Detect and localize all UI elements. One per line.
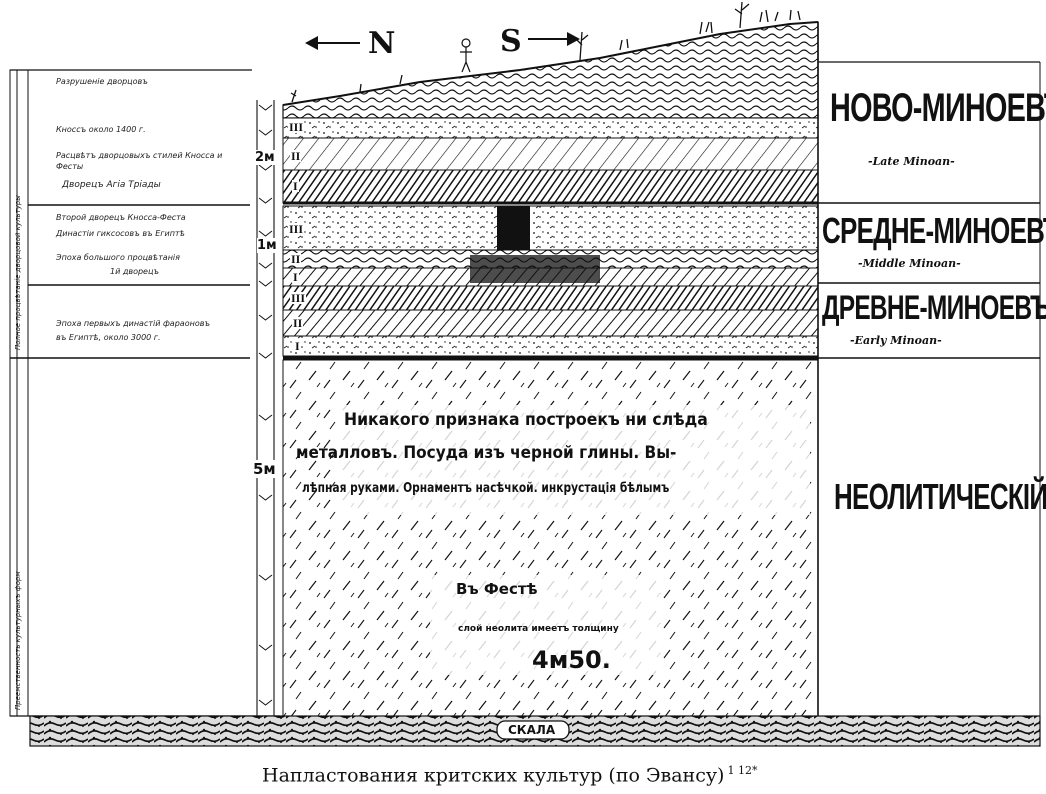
numeral-early-iii: III — [290, 291, 307, 305]
period-middle-english: -Middle Minoan- — [858, 257, 961, 270]
figure-caption: Напластования критских культур (по Эванс… — [262, 764, 757, 786]
ruler-tick — [258, 494, 273, 501]
numeral-late-ii: II — [290, 149, 302, 163]
period-early-title: ДРЕВНЕ-МИНОЕВЪ — [822, 289, 1046, 327]
ruler-tick — [258, 574, 273, 581]
figure-icon — [460, 38, 472, 73]
layer-late-ii — [282, 137, 819, 171]
numeral-late-i: I — [292, 179, 299, 193]
layer-late-iii — [282, 117, 819, 139]
ruler-tick — [258, 414, 273, 421]
period-late-title: НОВО-МИНОЕВЪ — [830, 86, 1046, 130]
note-early-2: въ Египтѣ, около 3000 г. — [56, 333, 161, 342]
numeral-late-iii: III — [288, 120, 305, 134]
ruler-tick — [258, 197, 273, 204]
ruler-ticks — [258, 104, 273, 706]
numeral-middle-ii: II — [290, 252, 302, 266]
period-late-english: -Late Minoan- — [868, 155, 955, 168]
layer-early-ii — [282, 309, 819, 337]
vertical-note-upper: Полное процвѣтаніе дворцовой культуры — [14, 195, 22, 350]
south-label: S — [500, 24, 522, 59]
ruler-tick — [258, 644, 273, 651]
period-middle-title: СРЕДНЕ-МИНОЕВЪ — [822, 210, 1046, 251]
ruler-tick — [258, 104, 273, 111]
note-middle-4: 1й дворецъ — [110, 267, 160, 276]
layer-early-i — [282, 335, 819, 357]
neolithic-text-line3: лѣпная руками. Орнаментъ насѣчкой. инкру… — [302, 481, 670, 496]
note-late-3: Расцвѣтъ дворцовыхъ стилей Кносса и Фест… — [56, 151, 223, 171]
layer-middle-iii — [282, 205, 819, 251]
phaistos-depth: 4м50. — [532, 646, 611, 674]
scale-mark-upper: 2м — [255, 150, 275, 165]
phaistos-label: Въ Фестѣ — [456, 580, 538, 598]
layer-late-i — [282, 169, 819, 204]
note-late-1: Разрушеніе дворцовъ — [56, 77, 148, 86]
rock-label: СКАЛА — [508, 723, 556, 737]
topsoil-layer — [282, 21, 819, 119]
ruler-tick — [258, 280, 273, 287]
numeral-early-ii: II — [292, 316, 304, 330]
numeral-middle-i: I — [292, 270, 299, 284]
note-early-1: Эпоха первыхъ династій фараоновъ — [56, 319, 211, 328]
numeral-middle-iii: III — [288, 222, 305, 236]
south-arrow-icon — [528, 32, 580, 46]
ruler-tick — [258, 352, 273, 359]
note-late-2: Кноссъ около 1400 г. — [56, 125, 146, 134]
scale-mark-middle: 1м — [257, 238, 277, 253]
numeral-early-i: I — [294, 339, 301, 353]
vegetation-icon — [290, 1, 801, 103]
ruler-tick — [258, 129, 273, 136]
caption-text: Напластования критских культур (по Эванс… — [262, 764, 725, 787]
north-arrow-icon — [305, 36, 360, 50]
note-late-4: Дворецъ Агіа Тріады — [62, 180, 161, 190]
ruler-tick — [258, 230, 273, 237]
period-early-english: -Early Minoan- — [850, 334, 942, 347]
ruler-tick — [258, 164, 273, 171]
ruler-tick — [258, 314, 273, 321]
scale-mark-lower: 5м — [253, 460, 276, 478]
phaistos-thickness: слой неолита имеетъ толщину — [458, 624, 619, 634]
neolithic-text-line2: металловъ. Посуда изъ черной глины. Вы- — [296, 443, 677, 463]
layer-early-iii — [282, 285, 819, 311]
ruler-tick — [258, 699, 273, 706]
wall-block — [497, 206, 530, 250]
ruler-tick — [258, 262, 273, 269]
note-middle-1: Второй дворецъ Кносса-Феста — [56, 213, 186, 222]
note-middle-3: Эпоха большого процвѣтанія — [56, 253, 180, 262]
period-neolithic-title: НЕОЛИТИЧЕСКІЙ — [834, 476, 1046, 517]
vertical-note-lower: Преемственность культурныхъ форм — [14, 571, 22, 710]
note-middle-2: Династіи гиксосовъ въ Египтѣ — [56, 229, 185, 238]
caption-note: 1 12* — [727, 764, 758, 777]
neolithic-text-line1: Никакого признака построекъ ни слѣда — [344, 410, 708, 430]
north-label: N — [368, 26, 396, 61]
